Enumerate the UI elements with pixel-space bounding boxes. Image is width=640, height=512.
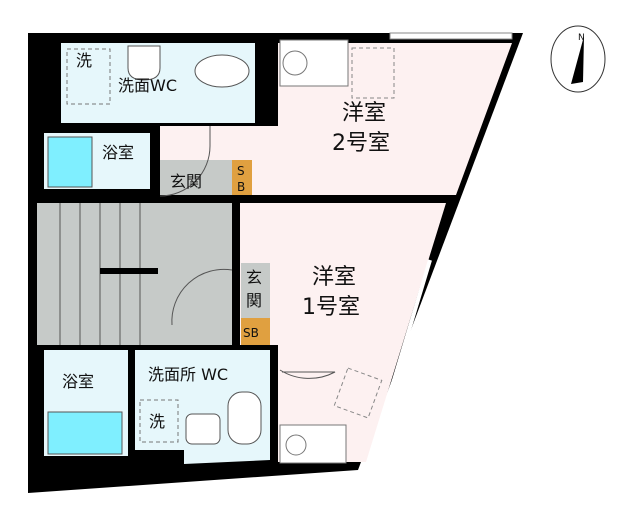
room-2-label-line2: 2号室 — [332, 131, 390, 156]
room-1-floor — [240, 203, 446, 462]
room-1-label-line1: 洋室 — [312, 265, 356, 290]
upper-door-swing — [159, 126, 211, 197]
compass-label: N — [578, 33, 585, 43]
room-2-floor — [160, 43, 512, 195]
room-1-label-line2: 1号室 — [302, 295, 360, 320]
lower-entrance-label-2: 関 — [246, 291, 262, 310]
upper-bath-label: 浴室 — [102, 143, 134, 162]
upper-storage-label-b: B — [237, 180, 245, 194]
room-2-label-line1: 洋室 — [342, 101, 386, 126]
lower-washer-label: 洗 — [149, 412, 165, 431]
lower-door-swing — [171, 268, 233, 326]
lower-kitchen-icon — [279, 424, 347, 464]
lower-entrance — [241, 263, 270, 318]
lower-bathtub — [47, 411, 123, 455]
room-1-door-swing — [279, 369, 336, 379]
lower-fridge-space — [333, 367, 383, 419]
lower-storage — [241, 318, 270, 345]
lower-washroom-label: 洗面所 WC — [148, 365, 228, 384]
upper-entrance-label: 玄関 — [170, 172, 202, 191]
lower-toilet-icon — [227, 391, 262, 445]
upper-bathtub — [47, 136, 93, 188]
lower-entrance-label-1: 玄 — [246, 268, 262, 287]
upper-storage-label-s: S — [237, 164, 245, 178]
upper-sink-icon — [127, 45, 161, 81]
lower-stove-icon — [285, 434, 307, 456]
upper-toilet-icon — [194, 54, 250, 88]
stair-landing-wall — [100, 268, 158, 274]
stove-icon — [282, 50, 308, 76]
upper-entrance — [160, 160, 232, 195]
lower-storage-label: SB — [243, 326, 259, 340]
lower-sink-icon — [185, 413, 221, 445]
upper-washer-label: 洗 — [76, 51, 92, 70]
upper-fridge-space — [351, 47, 395, 99]
upper-kitchen-icon — [279, 39, 349, 87]
lower-bath-label: 浴室 — [62, 372, 94, 391]
upper-storage — [232, 160, 252, 195]
north-arrow-icon: N — [550, 25, 606, 93]
lower-washer-space — [139, 399, 179, 443]
lower-window — [386, 259, 432, 401]
upper-window — [389, 32, 513, 40]
upper-washroom-label: 洗面WC — [118, 76, 177, 95]
upper-washer-space — [66, 48, 111, 105]
